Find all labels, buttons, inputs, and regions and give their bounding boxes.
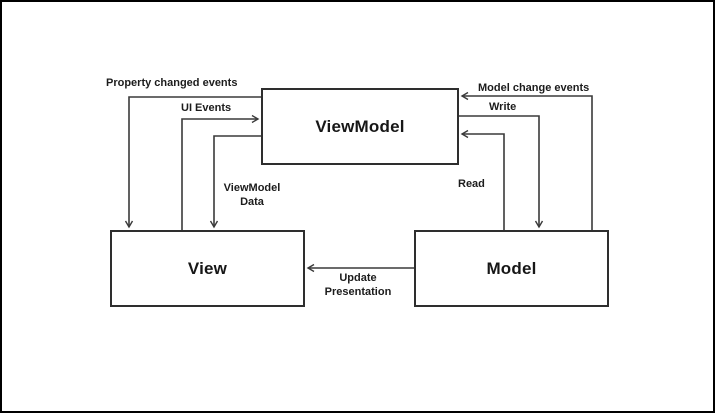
node-model-label: Model	[486, 258, 537, 278]
edge-write	[459, 115, 544, 229]
node-view-label: View	[187, 258, 228, 278]
edge-ui-events	[181, 114, 260, 230]
edge-label-read: Read	[458, 178, 485, 190]
edge-label-ui-events: UI Events	[181, 102, 232, 114]
edge-model-change-events	[460, 91, 593, 230]
edge-label-model-change-events: Model change events	[478, 82, 590, 94]
node-viewmodel-label: ViewModel	[315, 116, 405, 136]
node-viewmodel: ViewModel	[261, 88, 459, 165]
node-model: Model	[414, 230, 609, 307]
edge-label-property-changed-events: Property changed events	[106, 77, 238, 89]
edge-read	[460, 129, 505, 230]
edge-label-viewmodel-data: ViewModel Data	[223, 182, 281, 208]
node-view: View	[110, 230, 305, 307]
edge-property-changed-events	[124, 96, 261, 229]
edge-label-update-presentation: Update Presentation	[324, 272, 392, 298]
edge-label-write: Write	[489, 101, 517, 113]
edge-viewmodel-data	[209, 135, 261, 229]
